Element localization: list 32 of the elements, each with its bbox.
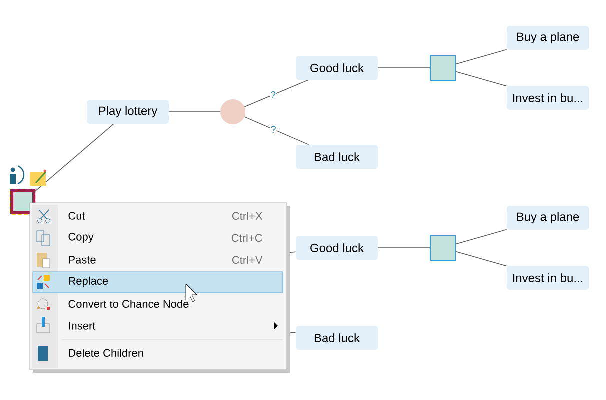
menu-item: Copy bbox=[68, 233, 94, 243]
decision-square bbox=[430, 235, 456, 261]
decision-tree-box: Play lottery bbox=[87, 100, 169, 124]
menu-item: Convert to Chance Node bbox=[68, 300, 189, 308]
decision-square bbox=[430, 55, 456, 81]
menu-item: Paste bbox=[69, 256, 96, 264]
shortcut-text: Ctrl+C bbox=[232, 234, 262, 242]
shortcut-text: Ctrl+V bbox=[232, 256, 263, 264]
decision-tree-box: Good luck bbox=[296, 236, 378, 260]
decision-tree-box: Bad luck bbox=[296, 145, 378, 169]
menu-item: Insert bbox=[69, 322, 96, 330]
connector-line bbox=[456, 71, 508, 87]
decision-tree-box: Bad luck bbox=[296, 326, 378, 350]
decision-tree-box: Invest in bu... bbox=[507, 86, 589, 110]
decision-tree-box: Invest in bu... bbox=[507, 266, 589, 290]
menu-item: Delete Children bbox=[69, 348, 144, 358]
decision-tree-box: Buy a plane bbox=[507, 26, 589, 50]
decision-tree-box: Good luck bbox=[296, 56, 378, 80]
connector-line bbox=[244, 80, 309, 108]
connector-line bbox=[34, 124, 114, 193]
connector-line bbox=[456, 49, 508, 65]
shortcut-text: Ctrl+X bbox=[232, 212, 263, 220]
menu-item: Cut bbox=[68, 212, 86, 220]
connector-line bbox=[456, 251, 508, 267]
chance-circle bbox=[220, 100, 246, 124]
connector-line bbox=[244, 116, 310, 146]
selected-decision-square bbox=[10, 189, 36, 215]
edge-label: ? bbox=[270, 126, 277, 134]
menu-item: Replace bbox=[69, 276, 108, 288]
decision-tree-box: Buy a plane bbox=[507, 206, 589, 230]
connector-line bbox=[456, 229, 508, 245]
edge-label: ? bbox=[270, 90, 277, 99]
